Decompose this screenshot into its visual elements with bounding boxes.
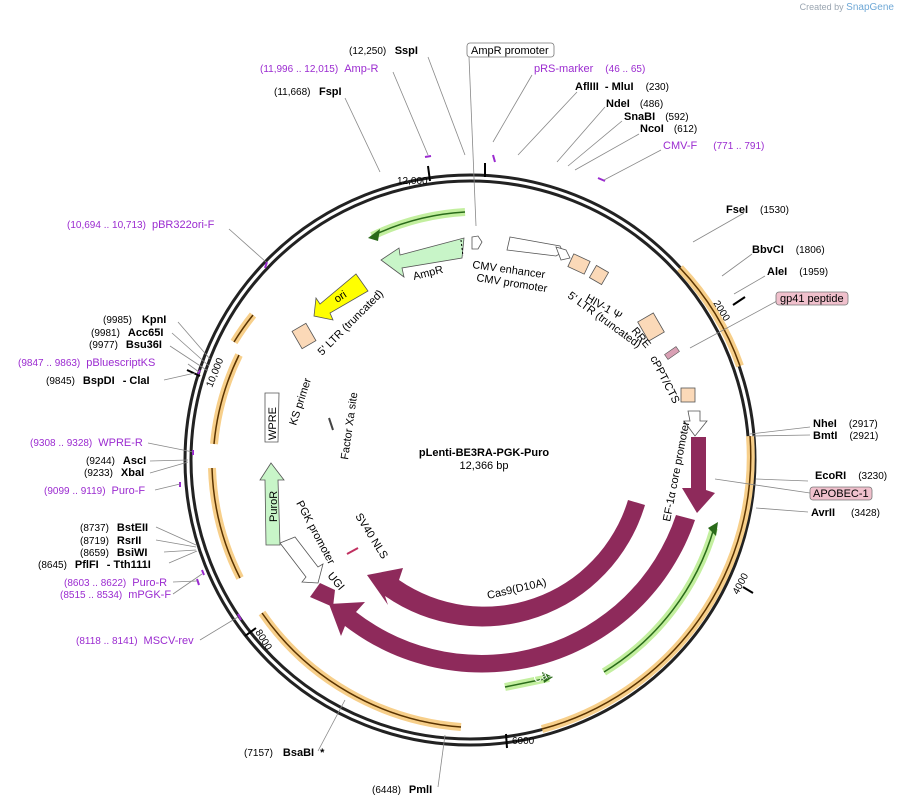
ks-primer-label: KS primer bbox=[287, 376, 314, 427]
misc-features bbox=[291, 253, 696, 403]
pgk-arrow bbox=[279, 536, 324, 584]
ampr-promoter-box bbox=[466, 42, 555, 58]
wpre-arrow bbox=[264, 392, 280, 443]
enzyme-sspi: (12,250) SspI bbox=[349, 41, 418, 58]
primer-amp-r: (11,996 .. 12,015)Amp-R bbox=[260, 63, 378, 75]
primer-mscv-rev: (8118 .. 8141)MSCV-rev bbox=[76, 635, 194, 647]
primer-labels: (11,996 .. 12,015)Amp-R pRS-marker(46 ..… bbox=[18, 63, 764, 647]
enzyme-bsiwi: (8659)BsiWI bbox=[80, 547, 147, 559]
enzyme-pmli: (6448)PmlI bbox=[372, 784, 432, 796]
enzyme-ecori: EcoRI(3230) bbox=[815, 470, 887, 482]
green-arcs bbox=[368, 208, 718, 691]
factor-xa-marker bbox=[328, 417, 334, 431]
enzyme-fspi: (11,668) FspI bbox=[274, 82, 342, 99]
enzyme-pflfi-tth111i: (8645)PflFI- Tth111I bbox=[38, 559, 151, 571]
enzyme-nhei: NheI(2917) bbox=[813, 418, 878, 430]
cppt-label: cPPT/CTS bbox=[647, 354, 681, 406]
apobec-label: APOBEC-1 bbox=[813, 488, 869, 500]
ugi-arrow bbox=[310, 583, 335, 607]
plasmid-title: pLenti-BE3RA-PGK-Puro bbox=[419, 447, 549, 459]
ampr-label: AmpR bbox=[412, 264, 445, 283]
primer-puro-r: (8603 .. 8622)Puro-R bbox=[64, 577, 167, 589]
orf-arc-left-a bbox=[208, 467, 244, 580]
enzyme-acc65i: (9981)Acc65I bbox=[91, 327, 163, 339]
cas9-d10a-arrow bbox=[367, 500, 645, 627]
tick-label-6000: 6000 bbox=[512, 736, 535, 747]
enzyme-labels: (12,250) SspI (11,668) FspI AflIII- MluI… bbox=[38, 41, 887, 796]
enzyme-bspdi-clai: (9845)BspDI- ClaI bbox=[46, 375, 150, 387]
primer-pbluescriptks: (9847 .. 9863)pBluescriptKS bbox=[18, 357, 155, 369]
tick-label-12000: 12,000 bbox=[397, 176, 428, 187]
enzyme-fsei: FseI(1530) bbox=[726, 204, 789, 216]
ef1a-ugi-arrow bbox=[682, 437, 715, 513]
leader-lines bbox=[147, 56, 811, 788]
enzyme-xbai: (9233)XbaI bbox=[84, 467, 144, 479]
primer-markers bbox=[179, 154, 606, 621]
enzyme-kpni: (9985)KpnI bbox=[103, 314, 166, 326]
enzyme-bsteii: (8737)BstEII bbox=[80, 522, 148, 534]
enzyme-rsrii: (8719)RsrII bbox=[80, 535, 141, 547]
tick-label-4000: 4000 bbox=[731, 571, 751, 596]
cmv-promoter-arrow bbox=[555, 246, 571, 261]
enzyme-bmti: BmtI(2921) bbox=[813, 430, 878, 442]
enzyme-snabi: SnaBI(592) bbox=[624, 111, 689, 123]
enzyme-ndei: NdeI(486) bbox=[606, 98, 663, 110]
sv40-nls-label: SV40 NLS bbox=[352, 511, 389, 561]
ori-arrow bbox=[313, 273, 369, 321]
ltr-right-box bbox=[567, 253, 591, 275]
puror-arrow bbox=[259, 462, 285, 546]
snapgene-brand: SnapGene bbox=[846, 2, 894, 13]
cmv-enhancer-arrow bbox=[506, 236, 564, 257]
enzyme-alei: AleI(1959) bbox=[767, 266, 828, 278]
cas9-arrows bbox=[310, 437, 715, 673]
plasmid-length: 12,366 bp bbox=[460, 460, 509, 472]
orf-arcs bbox=[208, 265, 755, 733]
ampr-promoter-label: AmpR promoter bbox=[471, 45, 549, 57]
puror-label: PuroR bbox=[268, 491, 280, 522]
gp41-label: gp41 peptide bbox=[780, 293, 844, 305]
psi-box bbox=[588, 264, 610, 286]
sv40-nls-marker bbox=[346, 547, 359, 555]
gp41-marker bbox=[664, 346, 680, 360]
enzyme-avrii: AvrII(3428) bbox=[811, 507, 880, 519]
ampr-promoter-arrow bbox=[471, 235, 483, 250]
snapgene-watermark: Created by SnapGene bbox=[800, 2, 894, 13]
enzyme-bbvci: BbvCI(1806) bbox=[752, 244, 825, 256]
enzyme-ncoi: NcoI(612) bbox=[640, 123, 697, 135]
watermark-prefix: Created by bbox=[799, 2, 844, 12]
enzyme-bsabi: (7157)BsaBI* bbox=[244, 747, 325, 759]
primer-puro-f: (9099 .. 9119)Puro-F bbox=[44, 485, 145, 497]
primer-prs-marker: pRS-marker(46 .. 65) bbox=[534, 63, 645, 75]
ltr-left-box bbox=[291, 322, 317, 350]
ampr-arrow bbox=[380, 237, 465, 278]
enzyme-asci: (9244)AscI bbox=[86, 455, 146, 467]
cppt-arrow bbox=[683, 410, 708, 437]
primer-pbr322ori-f: (10,694 .. 10,713)pBR322ori-F bbox=[67, 219, 215, 231]
gp41-box bbox=[775, 291, 849, 306]
green-arc-top bbox=[370, 208, 466, 240]
factor-xa-label: Factor Xa site bbox=[339, 392, 360, 461]
ef1a-label: EF-1α core promoter bbox=[661, 420, 692, 522]
rre-box bbox=[637, 312, 665, 342]
ori-label: ori bbox=[332, 289, 349, 306]
enzyme-bsu36i: (9977)Bsu36I bbox=[89, 339, 162, 351]
primer-wpre-r: (9308 .. 9328)WPRE-R bbox=[30, 437, 143, 449]
primer-cmv-f: CMV-F(771 .. 791) bbox=[663, 140, 764, 152]
enzyme-afliii-mlui: AflIII- MluI(230) bbox=[575, 81, 669, 93]
apobec-box bbox=[809, 486, 873, 501]
wpre-label: WPRE bbox=[267, 407, 279, 440]
primer-mpgk-f: (8515 .. 8534)mPGK-F bbox=[60, 589, 171, 601]
ltr5-right-label: 5' LTR (truncated) bbox=[565, 290, 643, 351]
cppt-box bbox=[680, 387, 696, 403]
cas9-arrow bbox=[329, 515, 695, 673]
